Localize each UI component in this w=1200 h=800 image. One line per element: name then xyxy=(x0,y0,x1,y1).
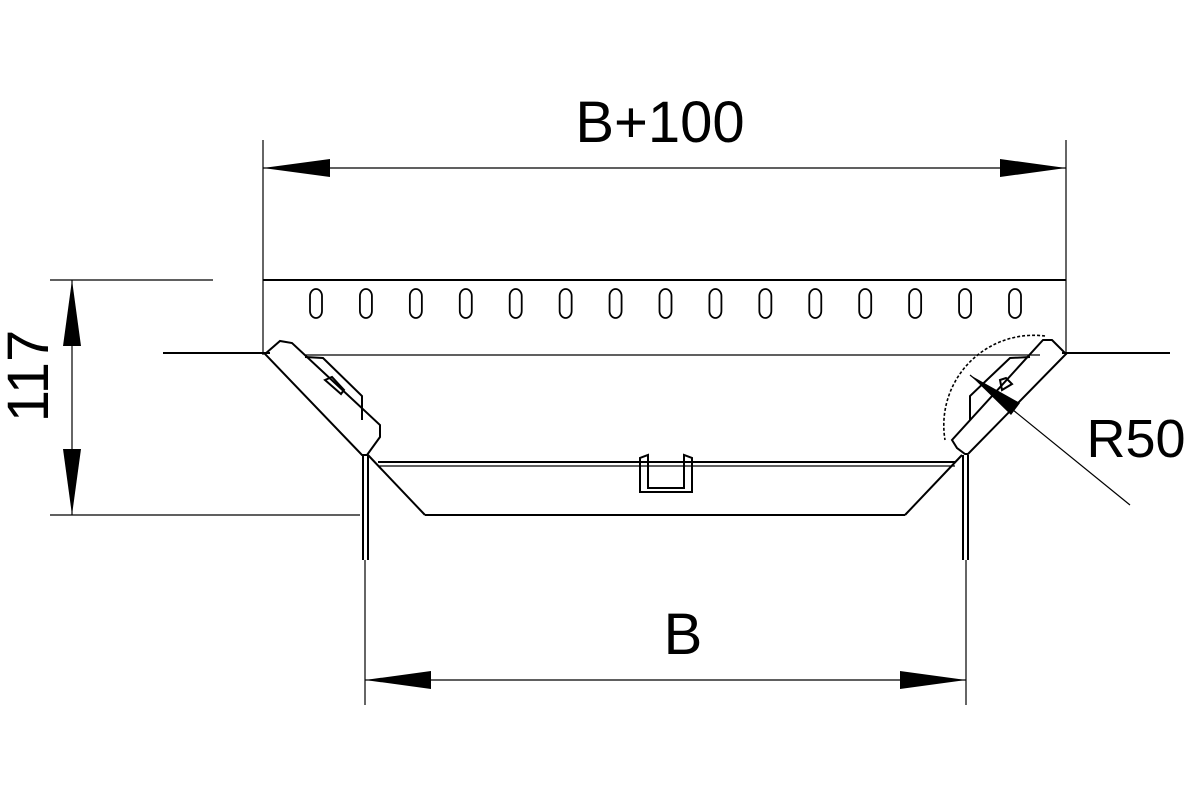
dimension-label-bottom-width: B xyxy=(664,602,703,667)
slot-hole xyxy=(309,288,323,319)
slot-hole xyxy=(908,288,923,319)
slot-hole xyxy=(458,288,473,319)
dimension-label-radius: R50 xyxy=(1086,409,1185,469)
left-connector xyxy=(263,339,426,560)
slot-hole xyxy=(608,288,623,319)
dimension-bottom-width: B xyxy=(364,560,967,705)
dimension-label-top-width: B+100 xyxy=(575,90,744,155)
slot-hole xyxy=(408,288,423,319)
side-plate xyxy=(163,279,1170,356)
slot-hole xyxy=(558,288,573,319)
tray-bottom xyxy=(378,453,955,516)
slot-hole xyxy=(808,288,823,319)
right-connector xyxy=(904,334,1068,560)
slot-hole xyxy=(858,288,873,319)
radius-arc xyxy=(942,334,1046,441)
slot-row xyxy=(309,288,1022,319)
slot-hole xyxy=(1008,288,1022,319)
slot-hole xyxy=(508,288,523,319)
slot-hole xyxy=(359,288,373,319)
dimension-radius: R50 xyxy=(969,374,1186,506)
slot-hole xyxy=(708,288,723,319)
dimension-height: 117 xyxy=(0,279,360,516)
dimension-top-width: B+100 xyxy=(262,90,1067,355)
dimension-label-height: 117 xyxy=(0,330,61,422)
center-clip xyxy=(639,453,693,493)
slot-hole xyxy=(658,288,673,319)
slot-hole xyxy=(958,288,972,319)
slot-hole xyxy=(758,288,773,319)
